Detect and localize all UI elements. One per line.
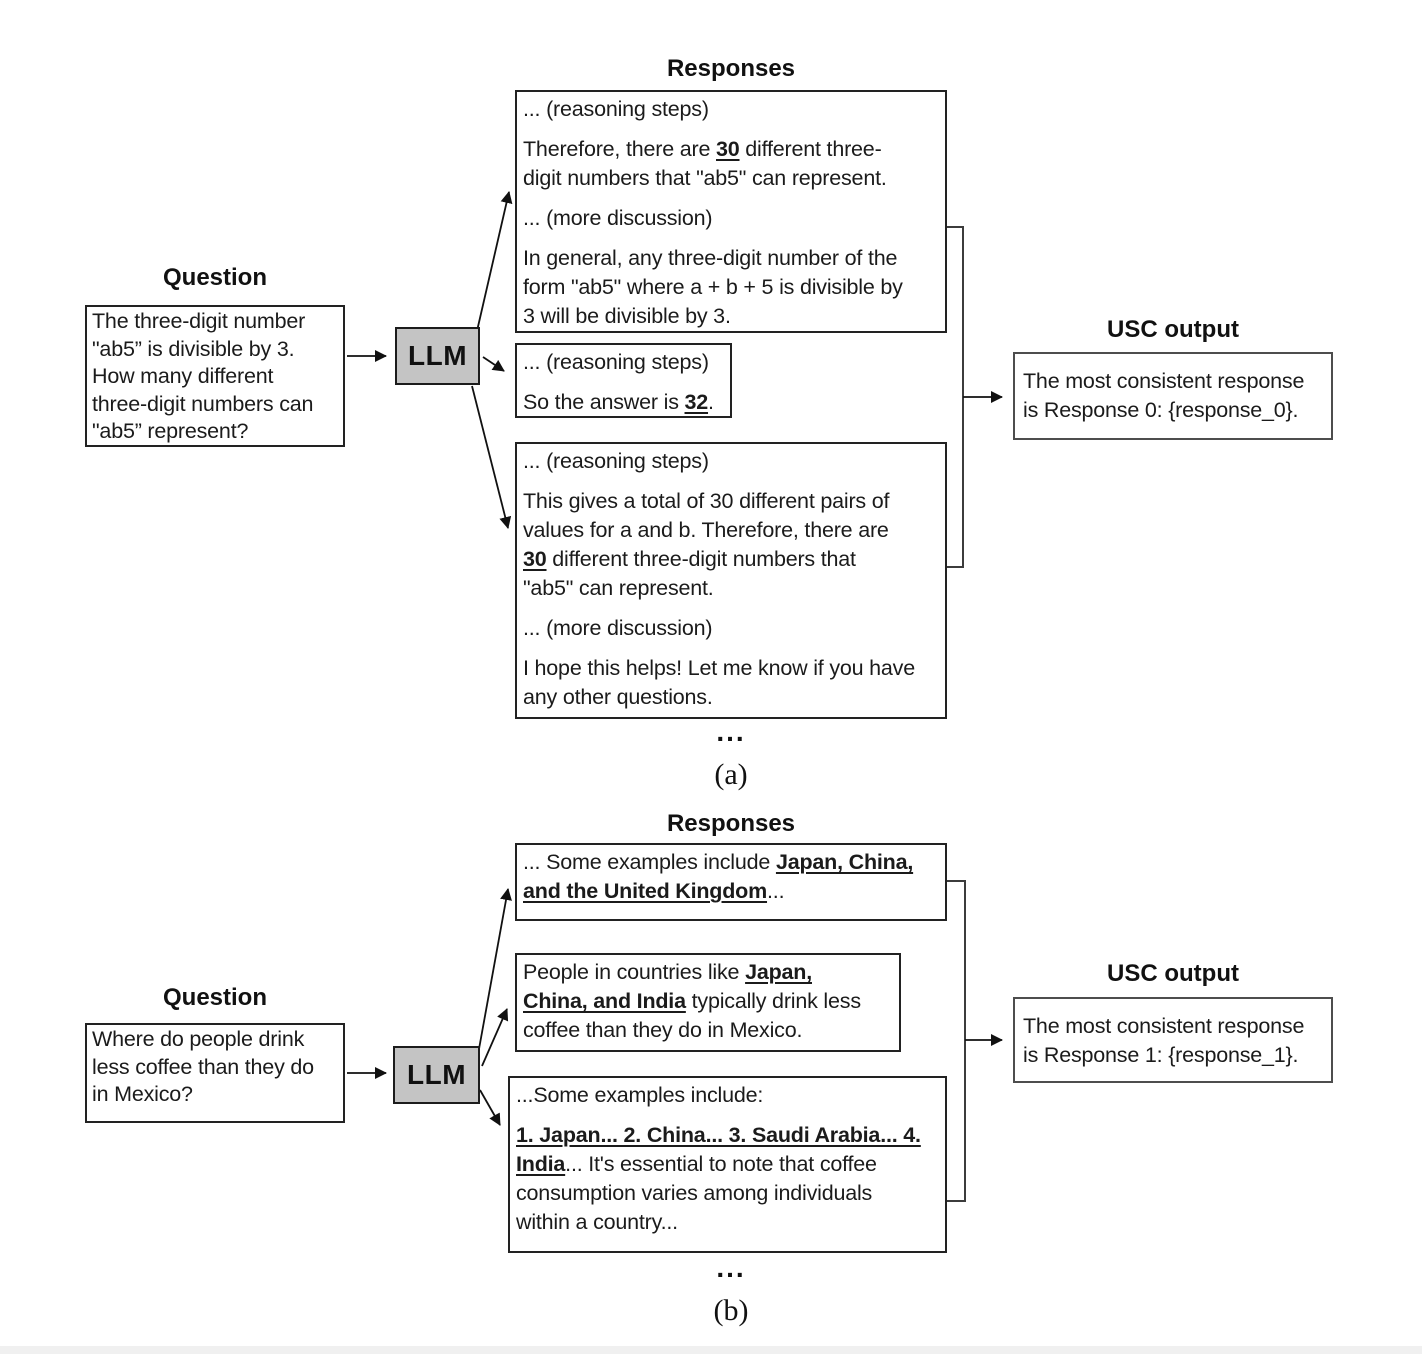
- subfigure-label-a: (a): [714, 758, 748, 791]
- more-responses-ellipsis-b: ...: [716, 1252, 746, 1283]
- bracket-responses-a: [947, 226, 964, 568]
- window-edge-strip: [0, 1346, 1422, 1354]
- llm-box-b: LLM: [393, 1046, 480, 1104]
- question-box-a: The three-digit number"ab5” is divisible…: [85, 305, 345, 447]
- subfigure-label-b: (b): [713, 1294, 749, 1327]
- arrow-llm-to-response-a3: [471, 385, 512, 529]
- responses-title-a: Responses: [666, 55, 796, 82]
- arrow-llm-to-response-b3: [479, 1089, 501, 1126]
- question-title-b: Question: [162, 984, 267, 1011]
- llm-box-a: LLM: [395, 327, 480, 385]
- more-responses-ellipsis-a: ...: [716, 716, 746, 747]
- bracket-responses-b: [947, 880, 966, 1202]
- response-box-b2: People in countries like Japan,China, an…: [515, 953, 901, 1052]
- usc-title-b: USC output: [1107, 960, 1239, 987]
- question-title-a: Question: [162, 264, 267, 291]
- arrow-llm-to-response-a2: [482, 356, 505, 372]
- responses-title-b: Responses: [666, 810, 796, 837]
- response-box-a1: ... (reasoning steps)Therefore, there ar…: [515, 90, 947, 333]
- arrow-llm-to-response-b2: [481, 1008, 509, 1067]
- arrow-llm-to-response-b1: [478, 888, 512, 1050]
- response-box-a3: ... (reasoning steps)This gives a total …: [515, 442, 947, 719]
- response-box-a2: ... (reasoning steps)So the answer is 32…: [515, 343, 732, 418]
- usc-title-a: USC output: [1107, 316, 1239, 343]
- response-box-b3: ...Some examples include:1. Japan... 2. …: [508, 1076, 947, 1253]
- arrow-llm-to-response-a1: [476, 191, 513, 332]
- response-box-b1: ... Some examples include Japan, China,a…: [515, 843, 947, 921]
